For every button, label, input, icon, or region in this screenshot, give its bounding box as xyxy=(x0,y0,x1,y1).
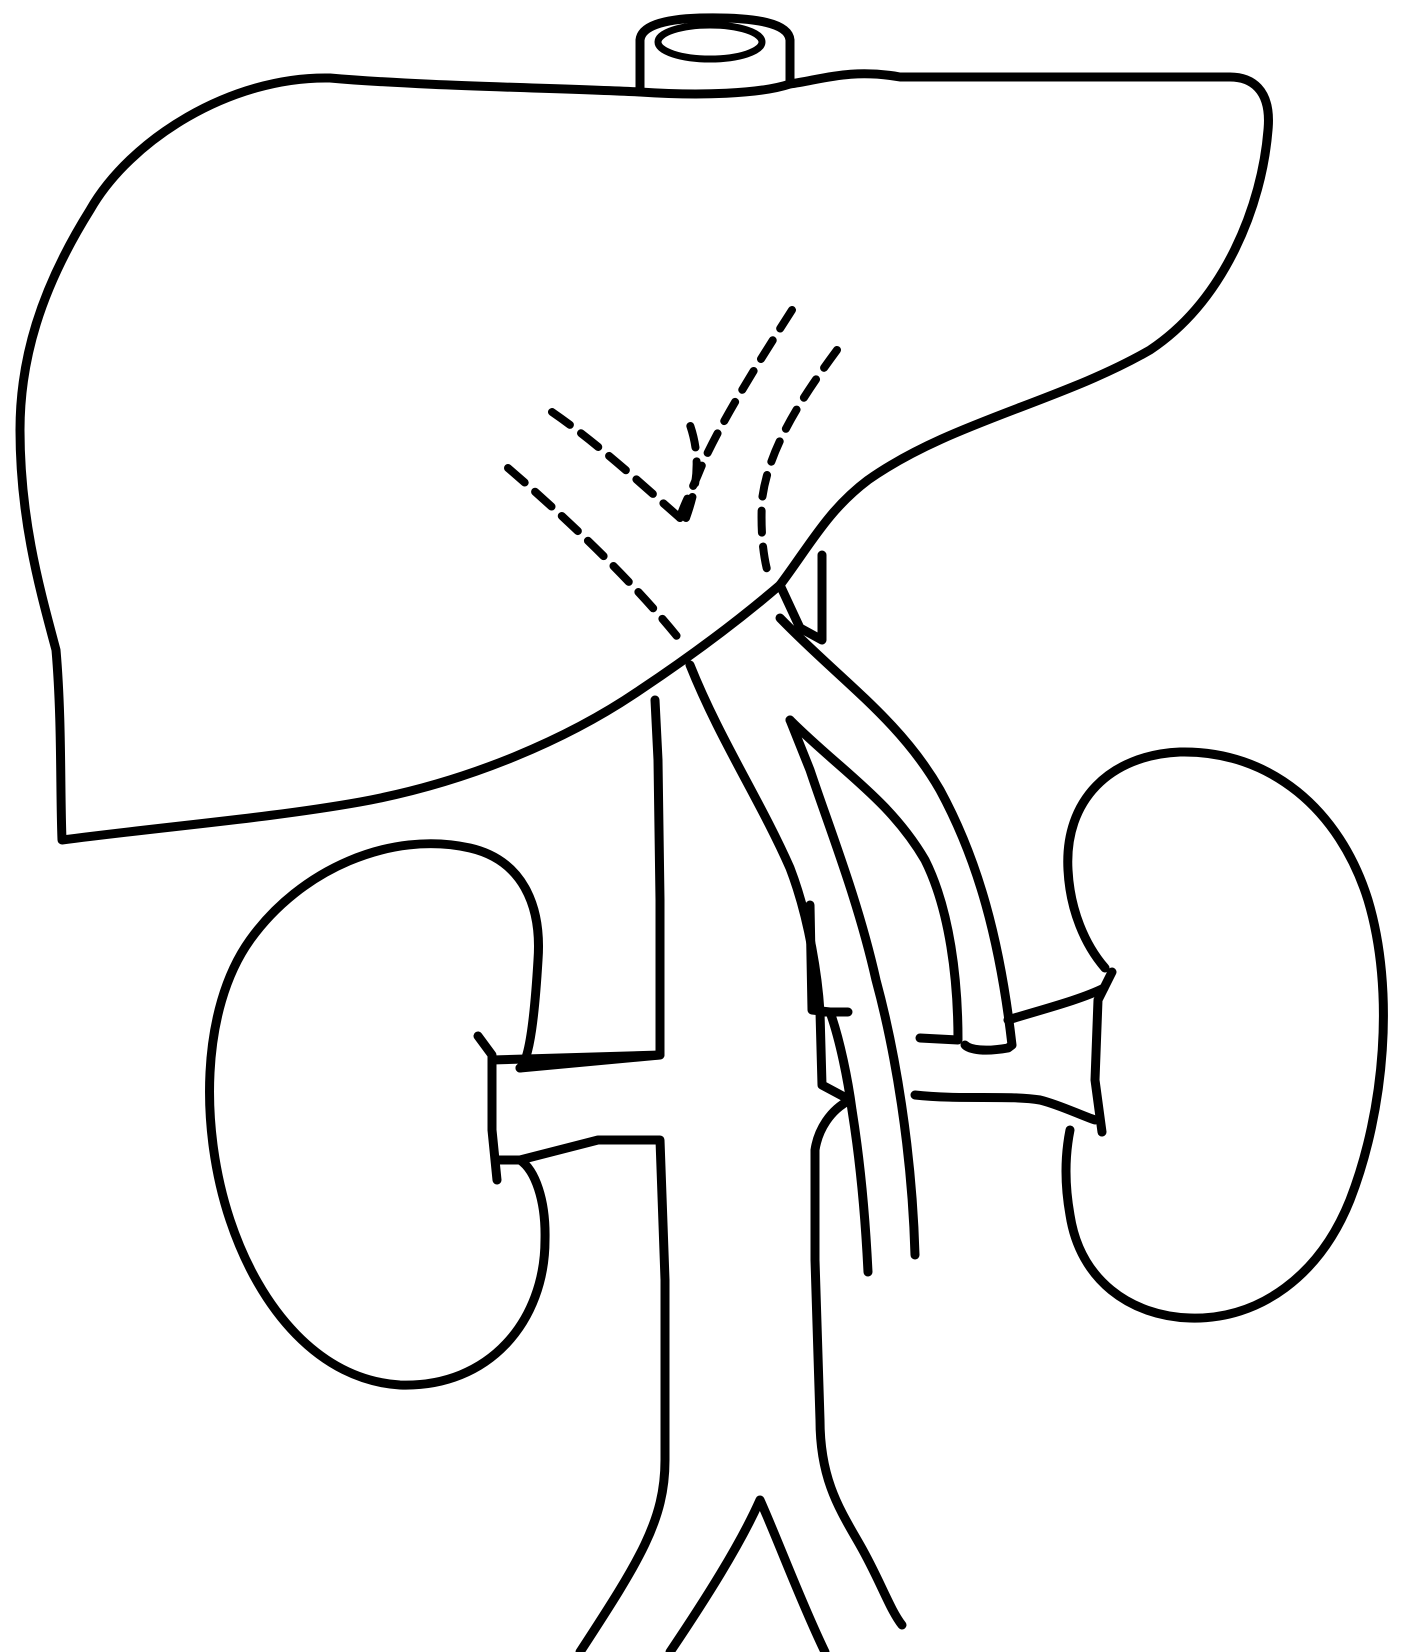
anatomy-line-drawing xyxy=(0,0,1404,1652)
